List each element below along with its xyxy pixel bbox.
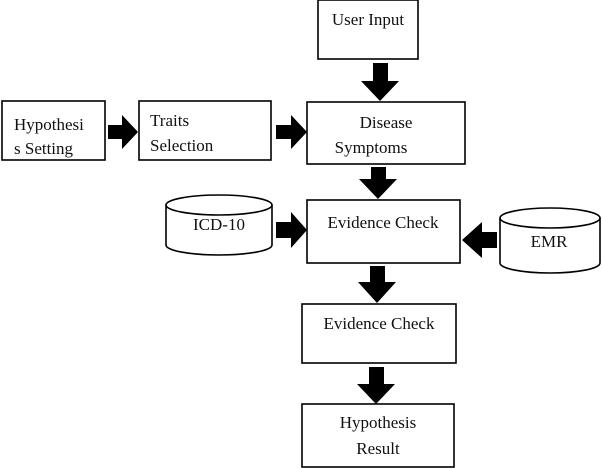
arrow-emr-to-evidence-check-1 (462, 222, 497, 258)
arrow-icd10-to-evidence-check-1 (276, 212, 307, 248)
node-icd10: ICD-10 (165, 194, 273, 256)
node-emr-label: EMR (531, 232, 569, 251)
arrow-hypothesis-setting-to-traits-selection (108, 115, 138, 149)
node-hypothesis-setting: Hypothesi s Setting (1, 100, 106, 161)
arrow-user-input-to-disease-symptoms (361, 63, 399, 101)
node-traits-selection: Traits Selection (138, 100, 272, 161)
node-evidence-check-2-label: Evidence Check (324, 314, 435, 333)
node-evidence-check-1-label: Evidence Check (328, 213, 439, 232)
arrow-traits-selection-to-disease-symptoms (276, 115, 307, 149)
node-emr: EMR (499, 207, 601, 274)
node-user-input-label: User Input (332, 10, 405, 29)
node-hypothesis-result-label-line1: Hypothesis (340, 413, 417, 432)
node-icd10-label: ICD-10 (193, 215, 245, 234)
node-hypothesis-setting-label-line1: Hypothesi (14, 115, 84, 134)
node-disease-symptoms-label-line1: Disease (360, 113, 413, 132)
node-disease-symptoms-label-line2: Symptoms (335, 138, 408, 157)
node-user-input: User Input (317, 0, 419, 60)
node-hypothesis-result-label-line2: Result (356, 439, 400, 458)
node-hypothesis-result: Hypothesis Result (301, 403, 455, 468)
node-disease-symptoms: Disease Symptoms (306, 101, 466, 165)
node-hypothesis-setting-label-line2: s Setting (14, 139, 74, 158)
node-evidence-check-2: Evidence Check (301, 303, 457, 364)
arrow-evidence-check-1-to-evidence-check-2 (358, 266, 396, 303)
node-traits-selection-label-line1: Traits (150, 111, 189, 130)
arrow-disease-symptoms-to-evidence-check-1 (359, 167, 397, 199)
node-traits-selection-label-line2: Selection (150, 136, 214, 155)
node-evidence-check-1: Evidence Check (306, 199, 461, 264)
arrow-evidence-check-2-to-hypothesis-result (357, 367, 395, 404)
